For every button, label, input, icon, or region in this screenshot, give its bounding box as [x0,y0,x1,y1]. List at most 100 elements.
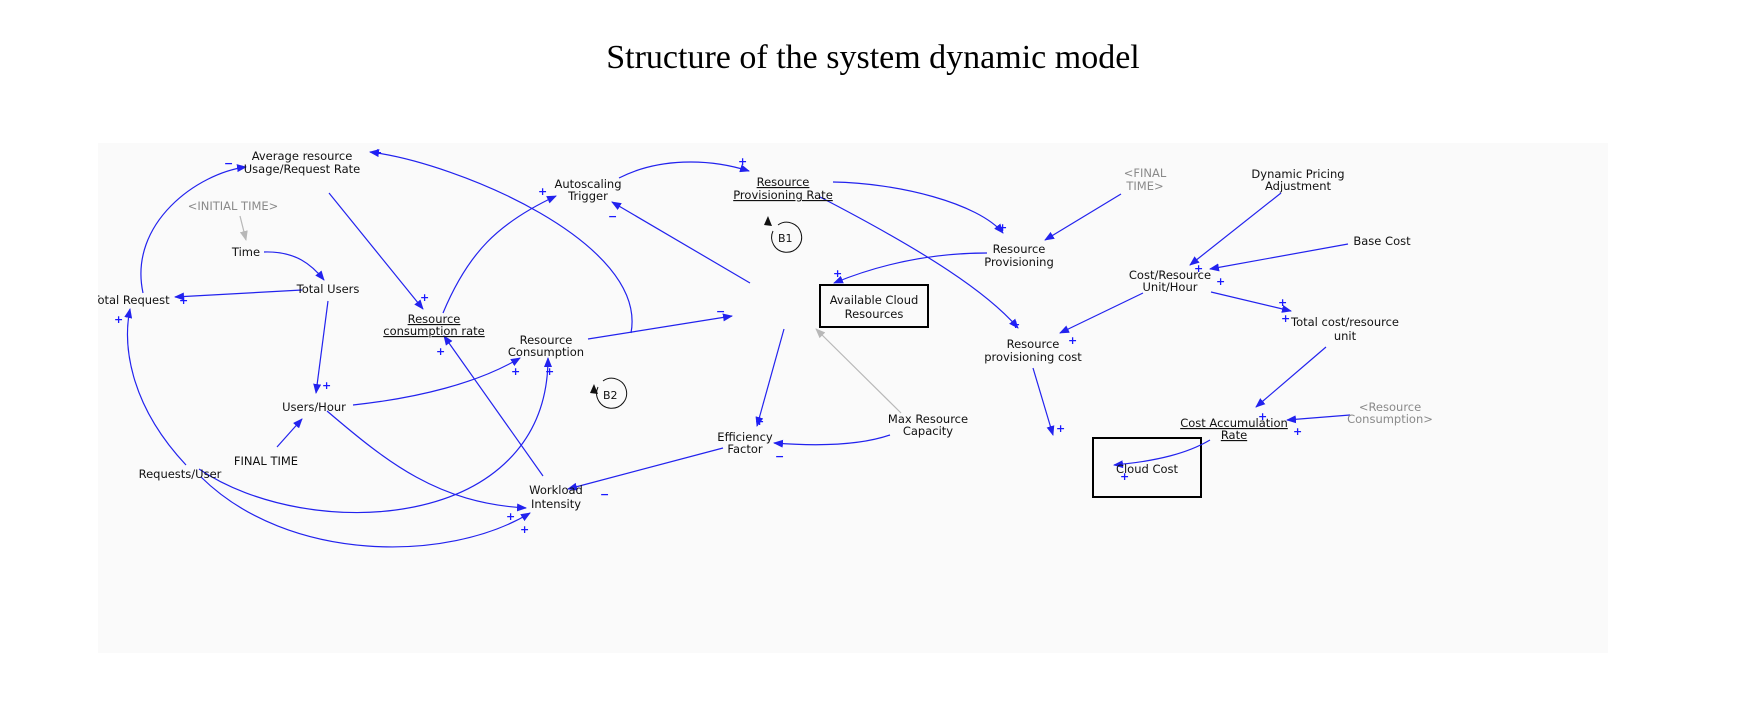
var-autoscaling-2: Trigger [567,189,608,203]
causal-loop-diagram: B1 B2 Average resource Usage/Request Rat… [98,146,1433,548]
link-provrate-provcost [819,196,1019,329]
link-costunit-totalcostunit [1210,291,1292,313]
var-total-users: Total Users [296,282,360,296]
causal-links [124,149,1351,548]
link-dynpricing-costunit [1189,192,1282,266]
link-totalrequest-avgusage [140,164,247,294]
link-available-autoscaling [611,201,751,284]
polarity-plus: + [520,523,529,536]
var-res-cons-rate-1: Resource [408,312,461,326]
link-time-totalusers [263,251,325,281]
var-users-hour: Users/Hour [282,400,346,414]
link-totalcostunit-costaccum [1255,346,1327,408]
link-usershour-rescons [352,357,521,406]
var-total-cost-unit-1: Total cost/resource [1290,315,1399,329]
polarity-plus: + [511,365,520,378]
link-totalusers-totalrequest [174,289,303,301]
polarity-markers: − + + + + + + + + − + + + − + − + + + + … [114,146,1302,536]
var-requests-user: Requests/User [139,467,222,481]
var-initial-time: <INITIAL TIME> [188,199,279,213]
link-usershour-workload [326,410,527,512]
var-dyn-pricing-1: Dynamic Pricing [1251,167,1344,181]
polarity-plus: + [538,185,547,198]
var-final-time-shadow-2: TIME> [1125,179,1163,193]
var-res-cons-shadow-2: Consumption> [1347,412,1433,426]
link-rescrate-autoscaling [442,195,557,314]
var-max-capacity-1: Max Resource [888,412,968,426]
link-finaltime-usershour [276,418,303,448]
var-autoscaling-1: Autoscaling [554,177,621,191]
var-prov-rate-2: Provisioning Rate [733,188,833,202]
link-basecost-costunit [1209,243,1349,272]
link-autoscaling-provrate [618,161,750,179]
var-dyn-pricing-2: Adjustment [1265,179,1332,193]
polarity-plus: + [998,221,1007,234]
polarity-plus: + [833,267,842,280]
link-resprovisioning-available [833,252,988,284]
var-total-request: Total Request [98,293,170,307]
var-res-consumption-1: Resource [520,333,573,347]
var-cost-accum-2: Rate [1221,428,1247,442]
link-efficiency-workload [567,447,724,491]
var-time: Time [231,245,260,259]
link-requestsuser-workload [200,476,531,548]
link-requestsuser-rescons [198,357,552,514]
polarity-plus: + [1056,422,1065,435]
polarity-plus: + [506,510,515,523]
var-prov-cost-1: Resource [1007,337,1060,351]
var-total-cost-unit-2: unit [1334,329,1357,343]
polarity-minus: − [600,488,609,501]
var-res-consumption-2: Consumption [508,345,584,359]
var-available-1: Available Cloud [830,293,919,307]
link-initialtime-time [239,215,248,241]
polarity-plus: + [179,294,188,307]
var-cloud-cost: Cloud Cost [1116,462,1179,476]
stock-available-cloud-resources [819,284,929,328]
polarity-minus: − [224,157,233,170]
polarity-plus: + [1194,262,1203,275]
var-workload-2: Intensity [531,497,581,511]
var-final-time: FINAL TIME [234,454,298,468]
var-efficiency-1: Efficiency [717,430,773,444]
polarity-plus: + [1068,334,1077,347]
loop-b1: B1 [764,216,803,253]
loop-b2: B2 [590,377,628,409]
link-requestsuser-totalrequest [124,308,187,466]
var-prov-cost-2: provisioning cost [984,350,1082,364]
var-available-2: Resources [845,307,904,321]
polarity-plus: + [738,155,747,168]
polarity-plus: + [1120,470,1129,483]
var-cost-accum-1: Cost Accumulation [1180,416,1288,430]
link-rescons-avgusage [369,149,633,334]
link-avgusage-rescrate [328,192,424,310]
polarity-plus: + [1293,425,1302,438]
var-res-provisioning-1: Resource [993,242,1046,256]
variable-labels: Average resource Usage/Request Rate <INI… [98,149,1433,511]
link-maxcapacity-efficiency [773,434,891,448]
stock-cloud-cost [1092,437,1202,498]
link-resconsshadow-costaccum [1286,414,1351,424]
polarity-plus: + [1258,410,1267,423]
var-max-capacity-2: Capacity [903,424,953,438]
loop-b2-label: B2 [603,389,618,402]
var-res-cons-shadow-1: <Resource [1359,400,1421,414]
link-rescons-available [587,313,733,340]
link-costunit-provcost [1059,292,1144,334]
loop-b1-label: B1 [778,232,793,245]
var-efficiency-2: Factor [727,442,762,456]
var-workload-1: Workload [529,483,583,497]
polarity-plus: + [1011,318,1020,331]
polarity-plus: + [1216,275,1225,288]
link-provrate-resprovisioning [832,181,1004,234]
diagram-canvas: B1 B2 Average resource Usage/Request Rat… [98,143,1608,653]
link-maxcapacity-available [815,328,902,414]
polarity-plus: + [1281,312,1290,325]
link-costaccum-cloudcost [1113,439,1211,469]
polarity-plus: + [755,415,764,428]
polarity-plus: + [322,379,331,392]
var-base-cost: Base Cost [1353,234,1411,248]
var-res-cons-rate-2: consumption rate [383,324,484,338]
var-cost-per-unit-2: Unit/Hour [1143,280,1198,294]
polarity-plus: + [373,146,382,159]
polarity-minus: − [716,305,725,318]
